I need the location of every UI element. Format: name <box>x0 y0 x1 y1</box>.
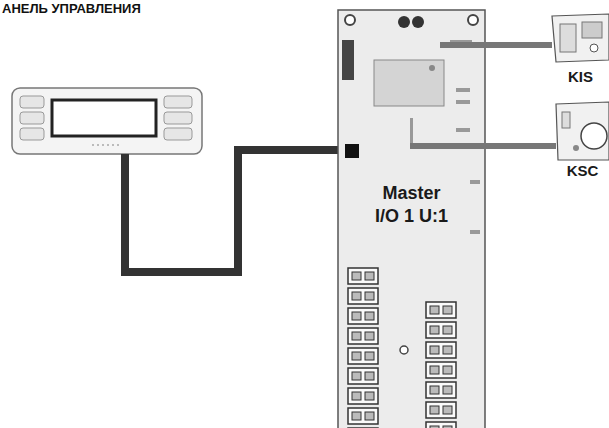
controller-board: Master I/O 1 U:1 <box>338 10 485 428</box>
module-label: KSC <box>558 162 608 181</box>
panel-cable <box>125 150 350 272</box>
module-label: KIS <box>556 68 606 87</box>
bus-cable <box>485 143 556 149</box>
ksc-module <box>556 102 609 160</box>
interface-module: KSC <box>556 100 609 180</box>
kis-module <box>552 14 609 62</box>
section-heading: АНЕЛЬ УПРАВЛЕНИЯ <box>2 1 141 16</box>
bus-cable <box>485 42 552 48</box>
interface-module: KIS <box>552 12 609 90</box>
board-label: Master I/O 1 U:1 <box>375 182 449 227</box>
terminal-panel <box>12 88 202 154</box>
master-board <box>338 10 485 428</box>
